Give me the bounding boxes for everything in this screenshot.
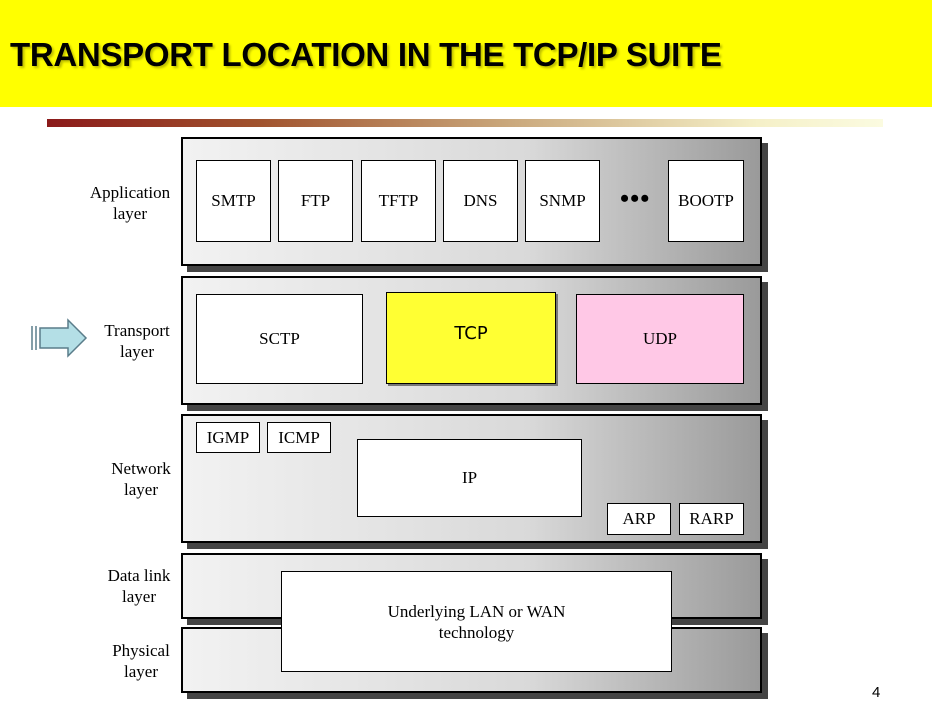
- protocol-igmp: IGMP: [196, 422, 260, 453]
- protocol-ftp: FTP: [278, 160, 353, 242]
- protocol-dns: DNS: [443, 160, 518, 242]
- protocol-sctp: SCTP: [196, 294, 363, 384]
- protocol-ip: IP: [357, 439, 582, 517]
- page-number: 4: [872, 684, 881, 701]
- protocol-icmp: ICMP: [267, 422, 331, 453]
- transport-layer-label: Transport layer: [104, 321, 170, 361]
- protocol-tcp: TCP: [386, 292, 556, 384]
- protocol-bootp: BOOTP: [668, 160, 744, 242]
- protocol-rarp: RARP: [679, 503, 744, 535]
- protocol-smtp: SMTP: [196, 160, 271, 242]
- underlying-technology-box: Underlying LAN or WAN technology: [281, 571, 672, 672]
- protocol-udp: UDP: [576, 294, 744, 384]
- network-layer-label: Network layer: [111, 459, 171, 499]
- protocol-arp: ARP: [607, 503, 671, 535]
- protocol-ellipsis: •••: [620, 184, 651, 213]
- protocol-tftp: TFTP: [361, 160, 436, 242]
- arrow-right-icon: [31, 318, 88, 358]
- title-banner: TRANSPORT LOCATION IN THE TCP/IP SUITE: [0, 0, 932, 107]
- protocol-snmp: SNMP: [525, 160, 600, 242]
- datalink-layer-label: Data link layer: [107, 566, 171, 606]
- title-divider: [47, 119, 883, 127]
- physical-layer-label: Physical layer: [112, 641, 170, 681]
- application-layer-label: Application layer: [89, 183, 171, 223]
- slide-title: TRANSPORT LOCATION IN THE TCP/IP SUITE: [10, 36, 722, 73]
